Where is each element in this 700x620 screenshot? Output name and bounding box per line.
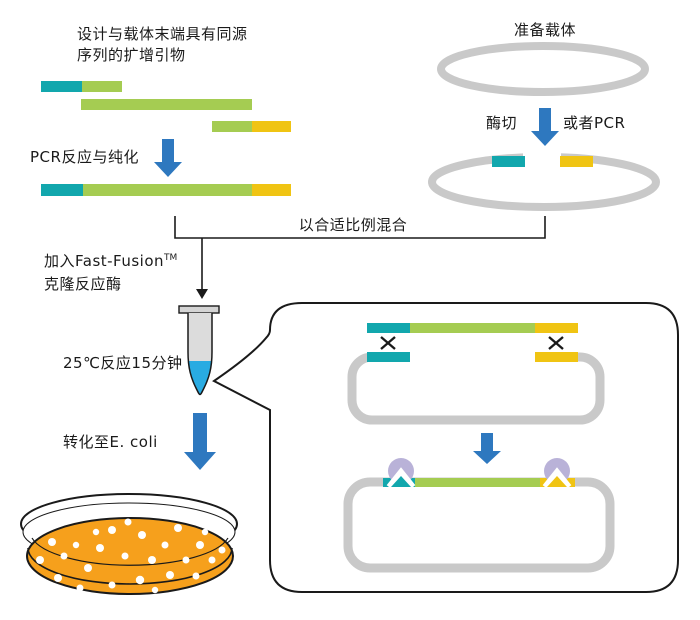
open-vector-gap (410, 344, 535, 362)
homology-pairing-marks (380, 336, 564, 350)
product-yellow-arm (252, 184, 291, 196)
add-enzyme-text: 加入Fast-Fusion (44, 252, 165, 270)
primer-fragments (41, 81, 291, 132)
product-green-body (83, 184, 252, 196)
dish-wall-line-1 (27, 547, 233, 585)
primer1-green-body (82, 81, 122, 92)
enzyme-cut-label: 酶切 (486, 114, 518, 132)
linearized-vector-icon (428, 149, 660, 211)
left-junction-gap (386, 467, 416, 489)
primer2-green-body (212, 121, 252, 132)
agar-surface (26, 517, 234, 595)
reaction-tube-icon (178, 305, 220, 396)
recombine-down-arrow-icon (473, 433, 501, 464)
right-junction-gap (542, 467, 572, 489)
linear-insert-bar (367, 323, 578, 333)
reaction-condition-label: 25℃反应15分钟 (63, 354, 183, 372)
right-x-icon (548, 336, 564, 350)
circular-vector-icon (437, 42, 649, 96)
pcr-product-bar (41, 184, 291, 196)
add-enzyme-arrowhead-icon (196, 289, 208, 299)
insert-yellow-arm (535, 323, 578, 333)
design-primers-line2: 序列的扩增引物 (77, 46, 186, 64)
design-primers-title: 设计与载体末端具有同源 序列的扩增引物 (77, 24, 248, 66)
open-vector-yellow-end (535, 352, 578, 362)
petri-dish-icon (20, 493, 238, 595)
digest-down-arrow-icon (531, 108, 559, 146)
mix-bracket (174, 216, 546, 239)
insert-green-body (410, 323, 535, 333)
open-vector-teal-end (367, 352, 410, 362)
or-pcr-label: 或者PCR (563, 114, 626, 132)
left-x-icon (380, 336, 396, 350)
left-junction-chevron (391, 476, 411, 487)
template-green-bar (81, 99, 252, 110)
dish-wall-line-2 (31, 537, 229, 566)
right-junction-chevron (547, 476, 567, 487)
pcr-down-arrow-icon (154, 139, 182, 177)
open-vector-plasmid (347, 344, 605, 425)
colonies (36, 518, 226, 594)
trademark-sup: TM (164, 253, 178, 263)
transform-label: 转化至E. coli (63, 433, 158, 451)
insert-teal-arm (367, 323, 410, 333)
recombined-plasmid (343, 458, 615, 573)
callout-bubble (212, 302, 679, 593)
pcr-step-label: PCR反应与纯化 (30, 148, 139, 166)
design-primers-line1: 设计与载体末端具有同源 (77, 25, 248, 43)
primer1-teal-arm (41, 81, 82, 92)
transform-down-arrow-icon (184, 413, 216, 470)
vector-teal-end (492, 156, 525, 167)
product-teal-arm (41, 184, 83, 196)
add-enzyme-label: 加入Fast-FusionTM 克隆反应酶 (44, 247, 177, 296)
tube-cap (178, 305, 220, 314)
joined-green-segment (415, 478, 540, 487)
add-enzyme-line2: 克隆反应酶 (44, 275, 122, 293)
vector-yellow-end (560, 156, 593, 167)
prepare-vector-label: 准备载体 (514, 21, 577, 39)
primer2-yellow-arm (252, 121, 291, 132)
cut-gap (523, 149, 561, 164)
tube-outline (187, 313, 213, 396)
add-enzyme-line1: 加入Fast-FusionTM (44, 247, 177, 273)
mix-ratio-label: 以合适比例混合 (298, 216, 408, 234)
cut-vector-ring (428, 153, 660, 211)
